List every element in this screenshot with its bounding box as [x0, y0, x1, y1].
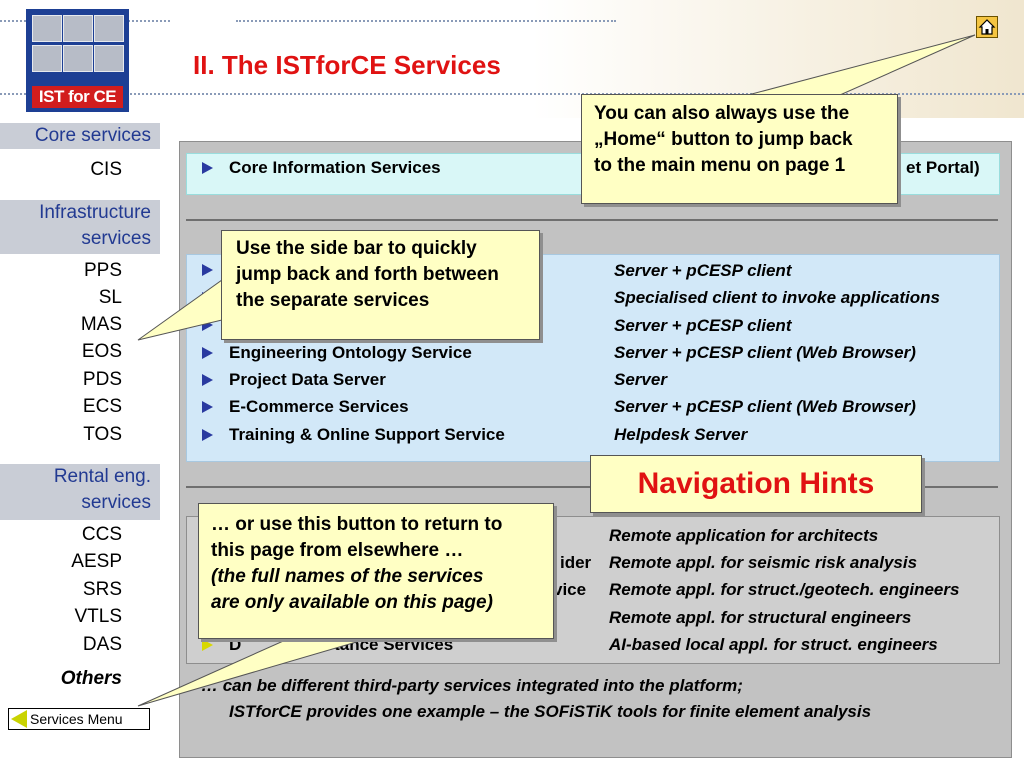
infra-desc-pds: Server	[614, 370, 667, 389]
sidebar-hint-line3: the separate services	[236, 290, 430, 311]
infra-desc-sl: Specialised client to invoke application…	[614, 288, 940, 307]
core-service-desc: et Portal)	[906, 158, 980, 177]
sidebar-item-sl[interactable]: SL	[98, 287, 122, 308]
menu-hint-line1: … or use this button to return to	[211, 514, 503, 535]
home-button[interactable]	[976, 16, 998, 38]
sidebar-header-rental[interactable]: Rental eng. services	[0, 464, 160, 520]
bullet-icon	[202, 374, 213, 386]
sidebar-item-ccs[interactable]: CCS	[81, 524, 122, 545]
others-text-line1: … can be different third-party services …	[201, 676, 743, 695]
sidebar-header-infrastructure-line2: services	[81, 228, 151, 249]
sidebar-header-infrastructure-line1: Infrastructure	[39, 202, 151, 223]
sidebar-item-das[interactable]: DAS	[82, 634, 122, 655]
istforce-logo: IST for CE	[26, 9, 129, 112]
infra-desc-ecs: Server + pCESP client (Web Browser)	[614, 397, 916, 416]
bullet-icon	[202, 319, 213, 331]
menu-hint-line2: this page from elsewhere …	[211, 540, 464, 561]
dotted-rule-top-right	[236, 20, 616, 22]
home-icon	[978, 19, 996, 35]
sidebar-item-others[interactable]: Others	[60, 668, 122, 689]
infra-name-eos[interactable]: Engineering Ontology Service	[229, 343, 472, 362]
infra-name-tos[interactable]: Training & Online Support Service	[229, 425, 505, 444]
sidebar-item-tos[interactable]: TOS	[83, 424, 122, 445]
bullet-icon	[202, 429, 213, 441]
sidebar-item-mas[interactable]: MAS	[80, 314, 122, 335]
infra-desc-tos: Helpdesk Server	[614, 425, 748, 444]
bullet-icon	[202, 162, 213, 174]
infra-desc-eos: Server + pCESP client (Web Browser)	[614, 343, 916, 362]
bullet-icon	[202, 639, 213, 651]
menu-hint-callout: … or use this button to return to this p…	[198, 503, 554, 639]
logo-text: IST for CE	[32, 86, 123, 108]
dotted-rule-mid	[0, 93, 26, 95]
sidebar-item-ecs[interactable]: ECS	[82, 396, 122, 417]
others-text-line2: ISTforCE provides one example – the SOFi…	[229, 702, 872, 721]
bullet-icon	[202, 264, 213, 276]
rental-desc-aesp: Remote appl. for seismic risk analysis	[609, 553, 918, 572]
rental-desc-srs: Remote appl. for struct./geotech. engine…	[609, 580, 960, 599]
sidebar-hint-line1: Use the side bar to quickly	[236, 238, 477, 259]
rental-desc-vtls: Remote appl. for structural engineers	[609, 608, 912, 627]
rental-name-fragment-aesp[interactable]: ider	[560, 553, 592, 572]
sidebar-header-core[interactable]: Core services	[0, 123, 160, 149]
sidebar-item-srs[interactable]: SRS	[82, 579, 122, 600]
sidebar-item-eos[interactable]: EOS	[81, 341, 122, 362]
home-hint-line3: to the main menu on page 1	[594, 155, 846, 176]
triangle-left-icon	[11, 710, 27, 728]
home-hint-line1: You can also always use the	[594, 103, 850, 124]
sidebar-header-rental-line2: services	[81, 492, 151, 513]
services-menu-label: Services Menu	[30, 711, 123, 727]
infra-name-ecs[interactable]: E-Commerce Services	[229, 397, 409, 416]
sidebar-item-aesp[interactable]: AESP	[71, 551, 122, 572]
infra-desc-mas: Server + pCESP client	[614, 316, 792, 335]
services-menu-button[interactable]: Services Menu	[8, 708, 150, 730]
bullet-icon	[202, 401, 213, 413]
menu-hint-line4: are only available on this page)	[211, 592, 493, 613]
sidebar-header-infrastructure[interactable]: Infrastructure services	[0, 200, 160, 254]
sidebar-item-pds[interactable]: PDS	[82, 369, 122, 390]
divider	[186, 219, 998, 221]
sidebar-item-pps[interactable]: PPS	[83, 260, 122, 281]
home-hint-line2: „Home“ button to jump back	[594, 129, 853, 150]
sidebar-header-rental-line1: Rental eng.	[53, 466, 151, 487]
navigation-hints-label: Navigation Hints	[590, 455, 922, 513]
rental-desc-ccs: Remote application for architects	[609, 526, 879, 545]
sidebar-item-vtls[interactable]: VTLS	[74, 606, 122, 627]
sidebar-item-cis[interactable]: CIS	[90, 159, 122, 180]
infra-desc-pps: Server + pCESP client	[614, 261, 792, 280]
rental-name-fragment-das[interactable]: D	[229, 635, 242, 654]
infra-name-pds[interactable]: Project Data Server	[229, 370, 386, 389]
rental-desc-das: AI-based local appl. for struct. enginee…	[609, 635, 938, 654]
bullet-icon	[202, 347, 213, 359]
home-hint-callout: You can also always use the „Home“ butto…	[581, 94, 898, 204]
menu-hint-line3: (the full names of the services	[211, 566, 484, 587]
rental-name-fragment-srs[interactable]: vice	[553, 580, 587, 599]
sidebar-hint-callout: Use the side bar to quickly jump back an…	[221, 230, 540, 340]
core-service-name[interactable]: Core Information Services	[229, 158, 441, 177]
page-title: II. The ISTforCE Services	[193, 50, 501, 80]
dotted-rule-mid-right	[130, 93, 1024, 95]
sidebar-hint-line2: jump back and forth between	[236, 264, 499, 285]
